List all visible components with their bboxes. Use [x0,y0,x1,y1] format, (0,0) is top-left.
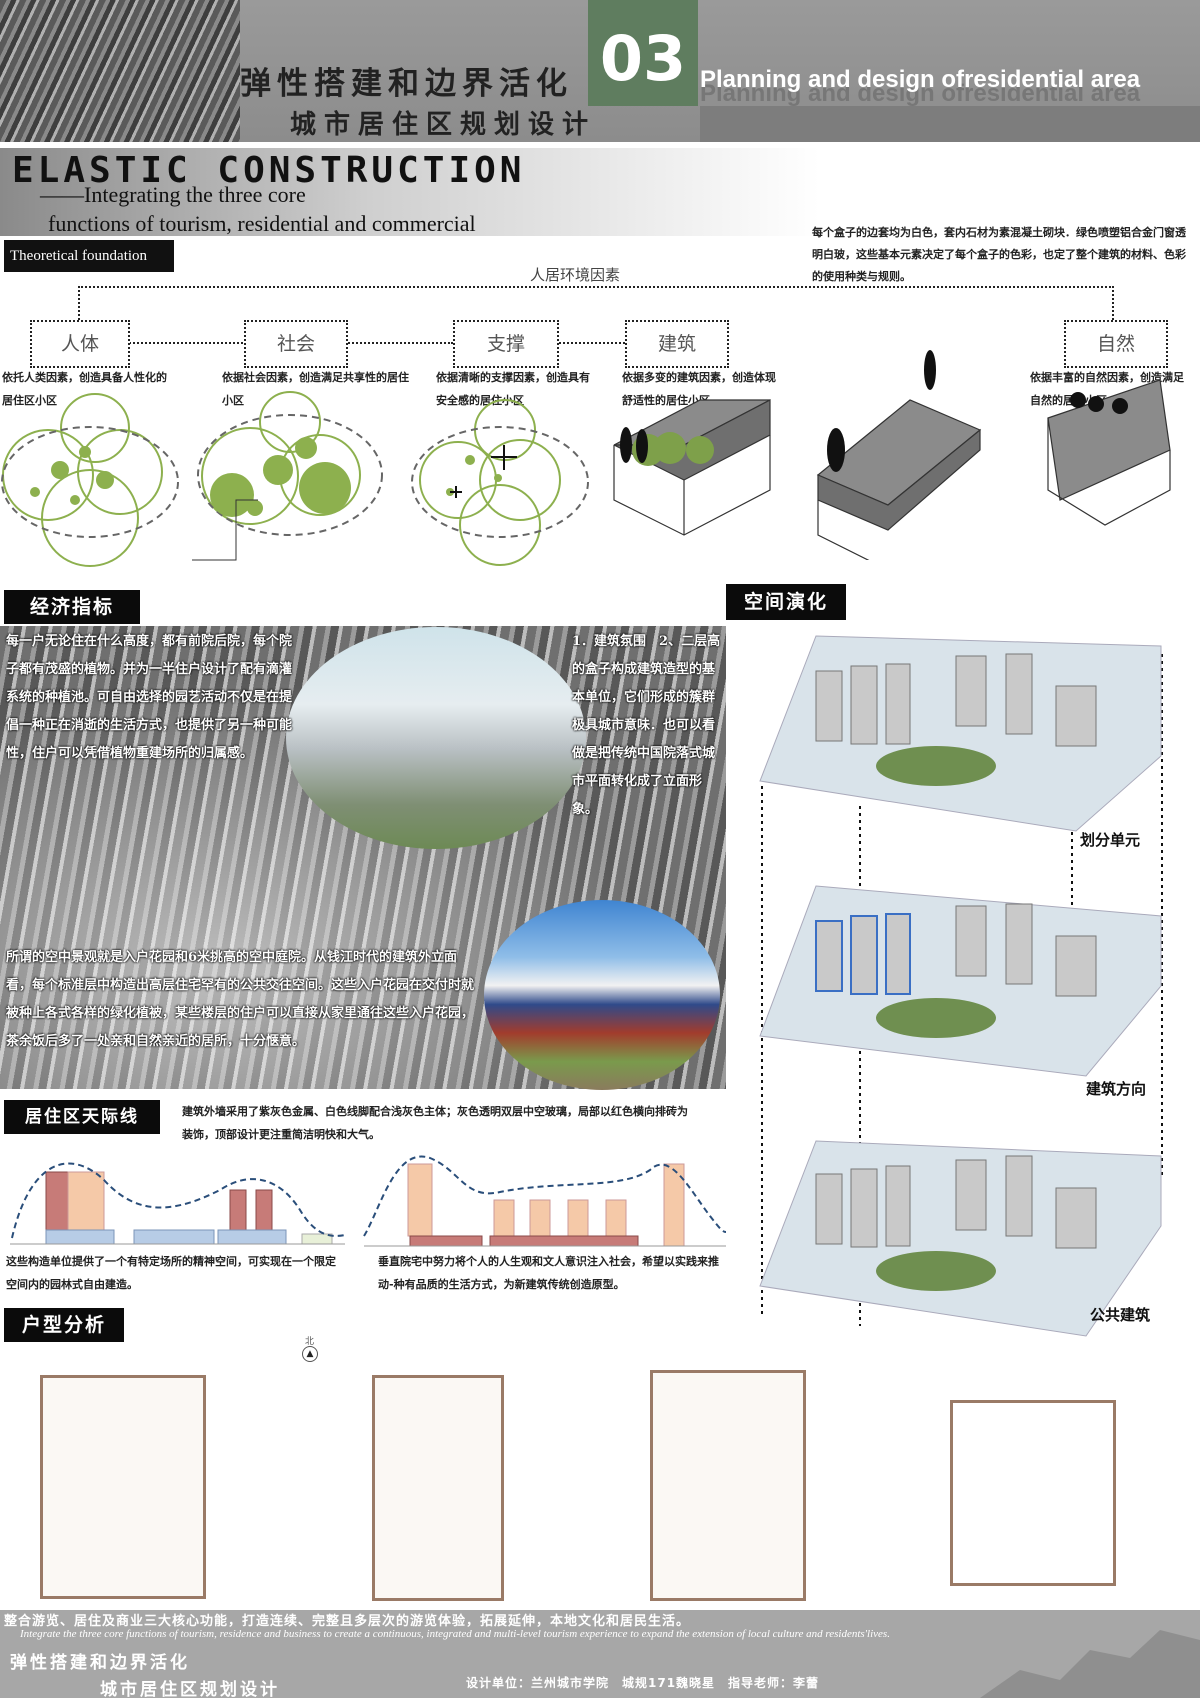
factor-box-society: 社会 [244,320,348,368]
footer-building-silhouette [980,1630,1200,1698]
floorplan-unit-b [372,1375,504,1601]
header-dark-strip [700,106,1200,142]
factor-box-nature: 自然 [1064,320,1168,368]
footer-summary-cn: 整合游览、居住及商业三大核心功能，打造连续、完整且多层次的游览体验，拓展延伸，本… [4,1614,691,1629]
header-city-photo [0,0,240,142]
factor-link [126,342,246,344]
factor-desc-nature: 依据丰富的自然因素，创造满足自然的居住小区 [1030,371,1184,407]
economy-paragraph-right: 1．建筑氛围 2、二层高的盒子构成建筑造型的基本单位，它们形成的簇群极具城市意味… [572,634,721,817]
banner-gradient [0,148,820,236]
factor-box-human: 人体 [30,320,130,368]
skyline-section-title: 居住区天际线 [4,1100,160,1134]
factor-link [555,342,625,344]
factor-box-support: 支撑 [453,320,559,368]
building-box-illustrations [613,350,1171,560]
header-title-en-shadow: Planning and design ofresidential area [700,80,1141,107]
factor-connector-line [78,286,1114,288]
economy-section-title: 经济指标 [4,590,140,624]
skyline-description-left: 这些构造单位提供了一个有特定场所的精神空间，可实现在一个限定空间内的园林式自由建… [6,1255,336,1291]
section-number: 03 [588,0,698,106]
theory-label: Theoretical foundation [4,240,174,272]
factor-link [345,342,453,344]
environment-factors-label: 人居环境因素 [530,266,621,284]
factor-desc-society: 依据社会因素，创造满足共享性的居住小区 [222,371,409,407]
footer-credits: 设计单位：兰州城市学院 城规171魏晓星 指导老师：李蕾 [466,1676,820,1690]
footer-title-line2: 城市居住区规划设计 [100,1680,280,1700]
skyline-diagrams [10,1155,727,1247]
banner-subtitle-line2: functions of tourism, residential and co… [48,211,476,236]
factor-connector-left [78,286,80,320]
north-label: 北 [305,1337,315,1347]
footer-band [0,1610,1200,1698]
footer-summary-en: Integrate the three core functions of to… [20,1628,890,1640]
rendering-ellipse-school [484,900,720,1090]
space-caption-public-buildings: 公共建筑 [1090,1306,1151,1324]
floorplan-unit-d [950,1400,1116,1586]
floorplan-unit-a [40,1375,206,1599]
space-evolution-diagram [759,635,1163,1337]
space-section-title: 空间演化 [726,584,846,620]
factor-desc-human: 依托人类因素，创造具备人性化的居住区小区 [2,371,167,407]
banner-subtitle-line1: ——Integrating the three core [40,182,306,207]
banner-title: ELASTIC CONSTRUCTION [12,150,526,191]
theory-right-description: 每个盒子的边套均为白色，套内石材为素混凝土砌块．绿色喷塑铝合金门窗透明白玻，这些… [812,226,1186,283]
floorplan-unit-c [650,1370,806,1601]
skyline-description-right: 垂直院宅中努力将个人的人生观和文人意识注入社会，希望以实践来推动-种有品质的生活… [378,1255,719,1291]
factor-desc-support: 依据清晰的支撑因素，创造具有安全感的居住小区 [436,371,590,407]
bubble-diagrams [1,391,589,567]
factor-box-building: 建筑 [625,320,729,368]
rendering-ellipse-courtyard [286,627,586,849]
economy-paragraph-1: 每一户无论住在什么高度，都有前院后院，每个院子都有茂盛的植物。并为一半住户设计了… [6,634,293,761]
space-caption-building-orientation: 建筑方向 [1086,1080,1147,1098]
space-caption-divide-units: 划分单元 [1080,831,1141,849]
factor-connector-right [1112,286,1114,320]
economy-paragraph-2: 所谓的空中景观就是入户花园和6米挑高的空中庭院。从钱江时代的建筑外立面看，每个标… [6,950,475,1049]
header-title-cn-line2: 城市居住区规划设计 [290,110,597,140]
skyline-description-top: 建筑外墙采用了紫灰色金属、白色线脚配合浅灰色主体；灰色透明双层中空玻璃，局部以红… [182,1105,688,1141]
footer-title-line1: 弹性搭建和边界活化 [10,1653,190,1673]
header-title-en: Planning and design ofresidential area [700,66,1141,93]
floorplan-section-title: 户型分析 [4,1308,124,1342]
factor-desc-building: 依据多变的建筑因素，创造体现舒适性的居住小区 [622,371,776,407]
header-title-cn-line1: 弹性搭建和边界活化 [240,66,573,102]
north-arrow-icon: ▲ [302,1346,318,1362]
